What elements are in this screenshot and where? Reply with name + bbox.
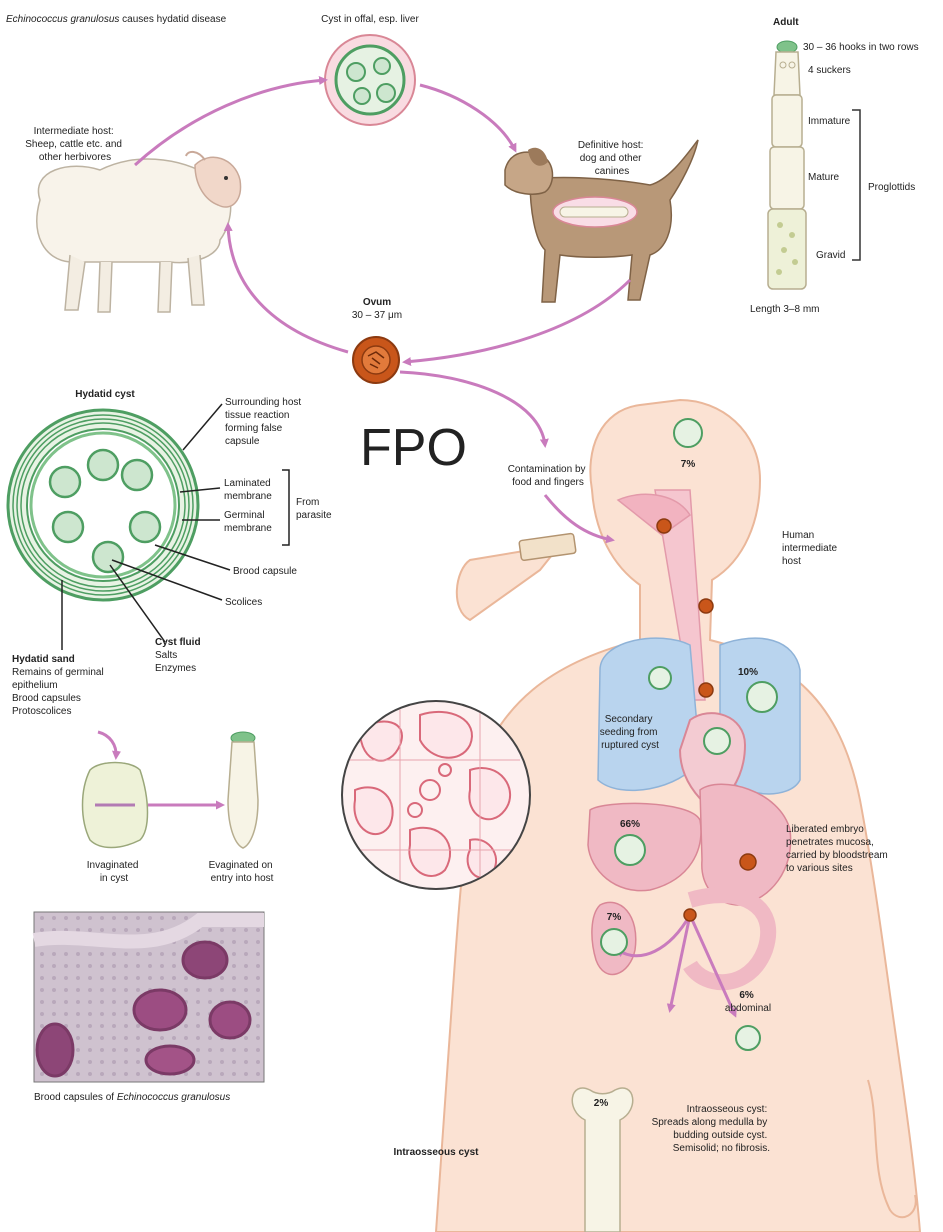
brood-capsule-label: Brood capsule	[233, 566, 297, 577]
germinal-membrane-label: Germinal membrane	[224, 510, 272, 534]
invaginated-label: Invaginated in cyst	[87, 860, 142, 884]
micrograph-image	[34, 912, 264, 1082]
adult-hooks-label: 30 – 36 hooks in two rows	[803, 42, 919, 53]
fpo-watermark: FPO	[360, 419, 467, 477]
evaginated-label: Evaginated on entry into host	[209, 860, 276, 884]
intermediate-host-label: Intermediate host: Sheep, cattle etc. an…	[25, 126, 125, 163]
adult-worm	[768, 41, 860, 289]
ovum-size: 30 – 37 μm	[352, 310, 402, 321]
micrograph-caption: Brood capsules of Echinococcus granulosu…	[34, 1092, 230, 1103]
hydatid-cyst-image	[8, 410, 198, 600]
invaginated-scolex	[83, 763, 148, 848]
pct-brain: 7%	[681, 459, 696, 470]
cyst-lung-left	[649, 667, 671, 689]
adult-proglottids-label: Proglottids	[868, 182, 915, 193]
cyst-abdominal	[736, 1026, 760, 1050]
offal-cyst-label: Cyst in offal, esp. liver	[321, 14, 419, 25]
intraosseous-image-label: Intraosseous cyst	[393, 1147, 479, 1158]
offal-cyst	[325, 35, 415, 125]
adult-mature-label: Mature	[808, 172, 840, 183]
dog	[505, 140, 698, 302]
human-host-label: Human intermediate host	[782, 530, 840, 567]
adult-title: Adult	[773, 17, 799, 28]
adult-length-label: Length 3–8 mm	[750, 304, 820, 315]
food-stick	[519, 533, 576, 560]
pct-bone: 2%	[594, 1098, 609, 1109]
arrow-cyst-to-dog	[420, 85, 515, 150]
pct-liver: 66%	[620, 819, 640, 830]
pct-lung: 10%	[738, 667, 758, 678]
definitive-host-label: Definitive host: dog and other canines	[578, 140, 646, 177]
contamination-label: Contamination by food and fingers	[508, 464, 589, 488]
host-reaction-label: Surrounding host tissue reaction forming…	[225, 397, 304, 447]
arrow-dog-to-ovum	[405, 280, 630, 362]
laminated-membrane-label: Laminated membrane	[224, 478, 273, 502]
adult-suckers-label: 4 suckers	[808, 65, 851, 76]
arrow-ovum-to-sheep	[228, 225, 348, 352]
from-parasite-label: From parasite	[296, 497, 332, 521]
adult-gravid-label: Gravid	[816, 250, 845, 261]
ovum-title: Ovum	[363, 297, 391, 308]
sheep	[37, 152, 241, 312]
intraosseous-cyst-image	[342, 700, 530, 890]
cyst-fluid-label: Cyst fluid Salts Enzymes	[155, 637, 203, 674]
arrow-sand-to-invaginated	[98, 732, 116, 757]
scolices-label: Scolices	[225, 597, 262, 608]
hydatid-sand-label: Hydatid sand Remains of germinal epithel…	[12, 654, 107, 717]
adult-immature-label: Immature	[808, 116, 851, 127]
hydatid-cyst-title: Hydatid cyst	[75, 389, 135, 400]
cyst-kidney	[601, 929, 627, 955]
ovum-icon	[353, 337, 399, 383]
pct-kidney: 7%	[607, 912, 622, 923]
cyst-lung-right	[747, 682, 777, 712]
title-text: Echinococcus granulosus causes hydatid d…	[6, 14, 227, 25]
evaginated-scolex	[228, 732, 258, 848]
cyst-liver	[615, 835, 645, 865]
arrow-sheep-to-cyst	[135, 80, 325, 165]
cyst-heart	[704, 728, 730, 754]
cyst-brain	[674, 419, 702, 447]
secondary-seeding-label: Secondary seeding from ruptured cyst	[600, 714, 661, 751]
